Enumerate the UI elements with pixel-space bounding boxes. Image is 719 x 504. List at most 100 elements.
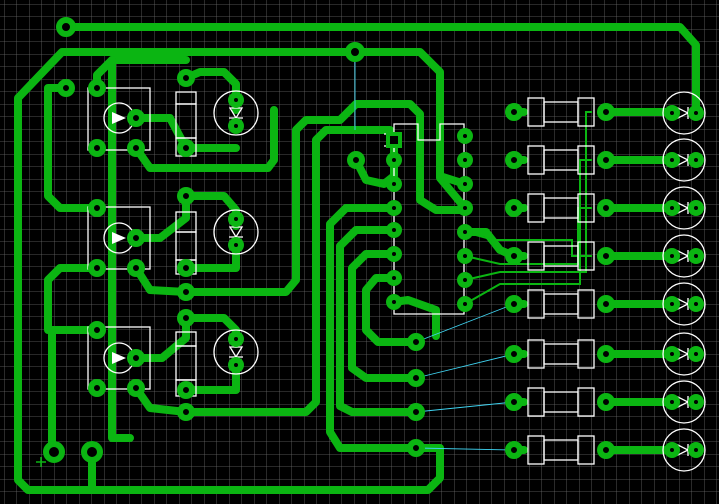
pad — [505, 151, 523, 169]
trace-inner-vertical — [108, 56, 134, 442]
pad — [347, 151, 365, 169]
pad — [505, 441, 523, 459]
trace-pot3-right — [132, 314, 190, 362]
pad — [664, 394, 680, 410]
resistor-right-4 — [527, 241, 595, 271]
pads — [43, 17, 704, 463]
trace-ic-r-top — [436, 126, 469, 188]
trace-ic-pin7 — [362, 274, 420, 346]
pad — [228, 118, 244, 134]
pad — [57, 79, 75, 97]
pad — [664, 248, 680, 264]
pad — [664, 105, 680, 121]
pad-top-left — [56, 17, 76, 37]
pad — [127, 109, 145, 127]
trace-pot1-wiper — [132, 106, 278, 172]
ratsnest-4 — [415, 447, 515, 451]
pad — [688, 442, 704, 458]
resistor-left-3 — [175, 331, 197, 397]
pad — [177, 259, 195, 277]
pad — [88, 199, 106, 217]
pad — [88, 321, 106, 339]
header-pin — [407, 403, 425, 421]
pad — [664, 296, 680, 312]
pad — [127, 349, 145, 367]
pad — [597, 151, 615, 169]
pad — [597, 295, 615, 313]
ratsnest-3 — [415, 401, 515, 413]
trace-pot3-wiper — [132, 126, 394, 416]
pad — [88, 379, 106, 397]
pad — [177, 139, 195, 157]
thin-trace-d — [464, 231, 592, 257]
ic-pin — [386, 152, 402, 168]
pad — [177, 381, 195, 399]
pad — [228, 237, 244, 253]
power-pad — [81, 441, 103, 463]
trace-pot2-wiper — [132, 100, 469, 296]
pad — [88, 139, 106, 157]
ic-pin — [457, 272, 473, 288]
resistor-right-1 — [527, 97, 595, 127]
resistor-right-8 — [527, 435, 595, 465]
ratsnest-1 — [415, 303, 515, 343]
ic-pin — [386, 176, 402, 192]
trace-r3-bottom — [182, 366, 240, 394]
pad — [688, 152, 704, 168]
pad — [505, 247, 523, 265]
pad — [127, 379, 145, 397]
pad — [505, 103, 523, 121]
ic-pin — [457, 200, 473, 216]
trace-pot2-right — [132, 192, 190, 242]
pad — [597, 199, 615, 217]
pad — [177, 309, 195, 327]
pad — [177, 187, 195, 205]
pad — [127, 229, 145, 247]
thin-trace-b — [464, 111, 592, 281]
pad — [88, 79, 106, 97]
pad — [88, 259, 106, 277]
trace-left-outer-loop — [351, 48, 469, 212]
pad — [127, 259, 145, 277]
resistor-right-7 — [527, 387, 595, 417]
pad — [664, 346, 680, 362]
trace-r2-bottom — [182, 248, 240, 272]
pad — [505, 393, 523, 411]
header-pin — [407, 369, 425, 387]
origin-mark — [36, 457, 46, 467]
resistor-right-6 — [527, 339, 595, 369]
pad — [688, 248, 704, 264]
ic-pin — [386, 200, 402, 216]
ic-pin-1 — [386, 132, 402, 148]
power-pad — [43, 441, 65, 463]
pad — [505, 345, 523, 363]
pad — [664, 200, 680, 216]
pad — [597, 103, 615, 121]
ic-pin — [457, 176, 473, 192]
resistor-right-5 — [527, 289, 595, 319]
ratsnest-2 — [415, 353, 515, 379]
pad — [688, 346, 704, 362]
pad — [177, 69, 195, 87]
resistor-right-2 — [527, 145, 595, 175]
trace-ic-pin4 — [326, 204, 420, 452]
header-pin — [407, 439, 425, 457]
trace-pot2-to-left — [44, 264, 101, 334]
ic-pin — [457, 224, 473, 240]
trace-top-bus — [62, 23, 700, 116]
pad — [228, 331, 244, 347]
pad — [505, 199, 523, 217]
pad — [688, 296, 704, 312]
pad — [228, 357, 244, 373]
pad — [177, 403, 195, 421]
trace-ic-pin5 — [336, 226, 420, 416]
pad — [505, 295, 523, 313]
trace-outer-frame — [14, 48, 444, 494]
pad — [597, 345, 615, 363]
resistor-right-3 — [527, 193, 595, 223]
ic-pin — [386, 270, 402, 286]
pad — [597, 393, 615, 411]
pad — [177, 283, 195, 301]
pad — [688, 105, 704, 121]
